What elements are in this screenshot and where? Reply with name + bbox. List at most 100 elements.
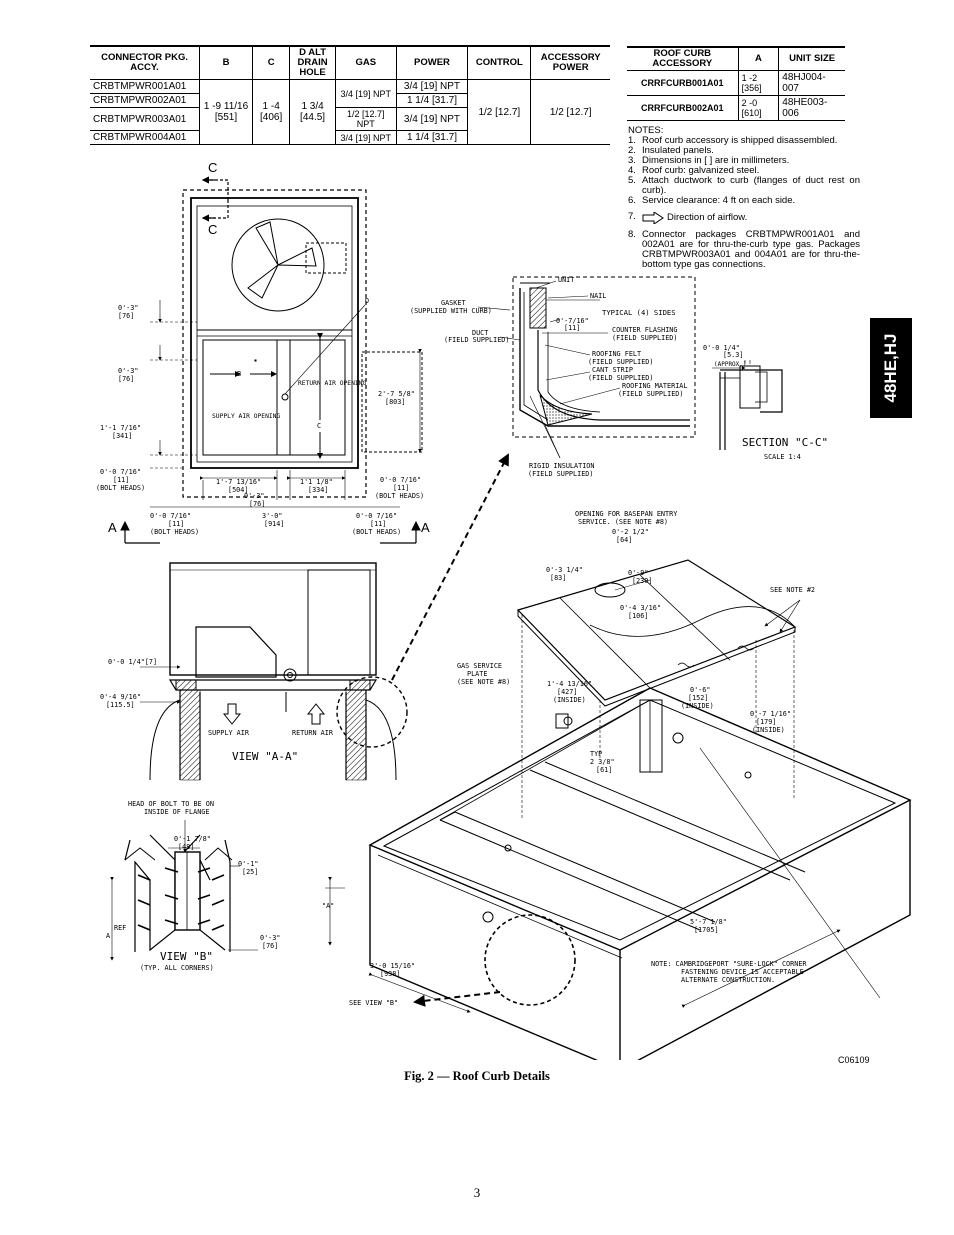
svg-text:(FIELD SUPPLIED): (FIELD SUPPLIED) [618,390,683,398]
svg-text:[803]: [803] [385,398,405,406]
svg-text:VIEW "B": VIEW "B" [160,950,213,963]
svg-text:ROOFING FELT: ROOFING FELT [592,350,641,358]
svg-text:[504]: [504] [228,486,248,494]
svg-text:CANT STRIP: CANT STRIP [592,366,633,374]
svg-text:C: C [208,222,217,237]
col-header: UNIT SIZE [778,46,845,71]
svg-text:0'-0 7/16": 0'-0 7/16" [356,512,397,520]
svg-text:[76]: [76] [118,375,134,383]
svg-text:ROOFING MATERIAL: ROOFING MATERIAL [622,382,687,390]
note-item: 5.Attach ductwork to curb (flanges of du… [628,175,860,196]
svg-text:RETURN AIR OPENING: RETURN AIR OPENING [298,380,366,387]
svg-text:UNIT: UNIT [558,276,574,284]
svg-text:[64]: [64] [616,536,632,544]
svg-text:0'-6": 0'-6" [690,686,710,694]
note-item: 4.Roof curb: galvanized steel. [628,165,760,176]
note-item: 1.Roof curb accessory is shipped disasse… [628,135,838,146]
svg-text:(FIELD SUPPLIED): (FIELD SUPPLIED) [588,358,653,366]
notes-block: NOTES: 1.Roof curb accessory is shipped … [628,126,860,270]
accessory-power-cell: 1/2 [12.7] [530,79,610,145]
section-cc-labels: 0'-0 1/4" [5.3] (APPROX.) SECTION "C-C" … [703,344,828,461]
svg-text:(FIELD SUPPLIED): (FIELD SUPPLIED) [444,336,509,344]
svg-text:1'1 1/8": 1'1 1/8" [300,478,333,486]
svg-text:(SEE NOTE #8): (SEE NOTE #8) [457,678,510,686]
svg-text:[61]: [61] [596,766,612,774]
svg-text:TYPICAL (4) SIDES: TYPICAL (4) SIDES [602,308,676,317]
svg-text:[83]: [83] [550,574,566,582]
a-cell: 2 -0[610] [737,95,779,121]
svg-text:2'-7 5/8": 2'-7 5/8" [378,390,415,398]
svg-text:COUNTER FLASHING: COUNTER FLASHING [612,326,677,334]
svg-text:0'-0 7/16": 0'-0 7/16" [150,512,191,520]
svg-text:RIGID INSULATION: RIGID INSULATION [529,462,594,470]
col-header: B [199,45,253,80]
accessory-cell: CRRFCURB002A01 [627,95,739,121]
svg-text:A: A [421,520,430,535]
svg-text:GASKET: GASKET [441,299,466,307]
svg-text:[427]: [427] [557,688,577,696]
svg-text:NOTE: CAMBRIDGEPORT "SURE-LOCK: NOTE: CAMBRIDGEPORT "SURE-LOCK" CORNER [651,960,807,968]
view-b-labels: HEAD OF BOLT TO BE ON INSIDE OF FLANGE 0… [106,800,280,972]
svg-text:(BOLT HEADS): (BOLT HEADS) [352,528,401,536]
svg-text:[230]: [230] [632,577,652,585]
svg-text:[11]: [11] [370,520,386,528]
typical-flashing-detail [477,276,696,459]
svg-text:A: A [108,520,117,535]
svg-text:SERVICE. (SEE NOTE #8): SERVICE. (SEE NOTE #8) [578,518,668,526]
table-row: CRBTMPWR002A01 1 1/4 [31.7] [90,93,610,108]
svg-text:[179]: [179] [756,718,776,726]
svg-text:(BOLT HEADS): (BOLT HEADS) [96,484,145,492]
svg-text:0'-3": 0'-3" [118,367,138,375]
svg-text:2 3/8": 2 3/8" [590,758,615,766]
svg-text:[48]: [48] [178,843,194,851]
d-cell: 1 3/4 [44.5] [289,79,336,145]
svg-text:(FIELD SUPPLIED): (FIELD SUPPLIED) [588,374,653,382]
table-row: CRBTMPWR004A01 3/4 [19] NPT 1 1/4 [31.7] [90,130,610,145]
svg-text:RETURN AIR: RETURN AIR [292,729,334,737]
col-header: ACCESSORY POWER [530,45,610,80]
svg-text:[11]: [11] [393,484,409,492]
view-aa-labels: 0'-0 1/4"[7] 0'-4 9/16" [115.5] SUPPLY A… [100,658,334,763]
curb-isometric [325,559,912,1060]
unit-size-cell: 48HJ004-007 [778,70,845,96]
svg-text:(TYP. ALL CORNERS): (TYP. ALL CORNERS) [140,964,214,972]
svg-text:SUPPLY AIR OPENING: SUPPLY AIR OPENING [212,413,280,420]
svg-text:SCALE 1:4: SCALE 1:4 [764,453,801,461]
col-header: C [251,45,290,80]
svg-text:[106]: [106] [628,612,648,620]
svg-text:0'-3 1/4": 0'-3 1/4" [546,566,583,574]
svg-text:[341]: [341] [112,432,132,440]
pkg-cell: CRBTMPWR004A01 [90,130,200,145]
svg-text:(INSIDE): (INSIDE) [752,726,785,734]
svg-text:OPENING FOR BASEPAN ENTRY: OPENING FOR BASEPAN ENTRY [575,510,677,518]
svg-text:VIEW "A-A": VIEW "A-A" [232,750,298,763]
svg-text:[5.3]: [5.3] [723,351,743,359]
svg-text:(INSIDE): (INSIDE) [553,696,586,704]
svg-text:C: C [208,160,217,175]
svg-text:REF: REF [114,924,126,932]
svg-text:TYP: TYP [590,750,602,758]
svg-text:[11]: [11] [564,324,580,332]
connector-package-table: CONNECTOR PKG. ACCY. B C D ALT DRAIN HOL… [90,45,610,145]
svg-text:0'-4 3/16": 0'-4 3/16" [620,604,661,612]
note-item: 3.Dimensions in [ ] are in millimeters. [628,155,790,166]
control-cell: 1/2 [12.7] [467,79,531,145]
svg-text:0'-0 1/4": 0'-0 1/4" [703,344,740,352]
svg-text:0'-3": 0'-3" [118,304,138,312]
svg-text:(SUPPLIED WITH CURB): (SUPPLIED WITH CURB) [410,307,492,315]
page-number: 3 [473,1185,481,1200]
col-header: GAS [334,45,397,80]
svg-text:[152]: [152] [688,694,708,702]
svg-text:PLATE: PLATE [467,670,487,678]
svg-text:SEE NOTE #2: SEE NOTE #2 [770,586,815,594]
svg-text:0'-0 7/16": 0'-0 7/16" [380,476,421,484]
note-item: 2.Insulated panels. [628,145,714,156]
gas-cell: 3/4 [19] NPT [334,130,397,145]
notes-title: NOTES: [628,125,664,136]
svg-text:0'-7/16": 0'-7/16" [556,317,589,325]
note-item: 7. Direction of airflow. [628,211,748,224]
gas-cell: 1/2 [12.7] NPT [334,107,397,131]
svg-text:"A": "A" [322,902,334,910]
svg-text:(BOLT HEADS): (BOLT HEADS) [150,528,199,536]
unit-size-cell: 48HE003-006 [778,95,845,121]
